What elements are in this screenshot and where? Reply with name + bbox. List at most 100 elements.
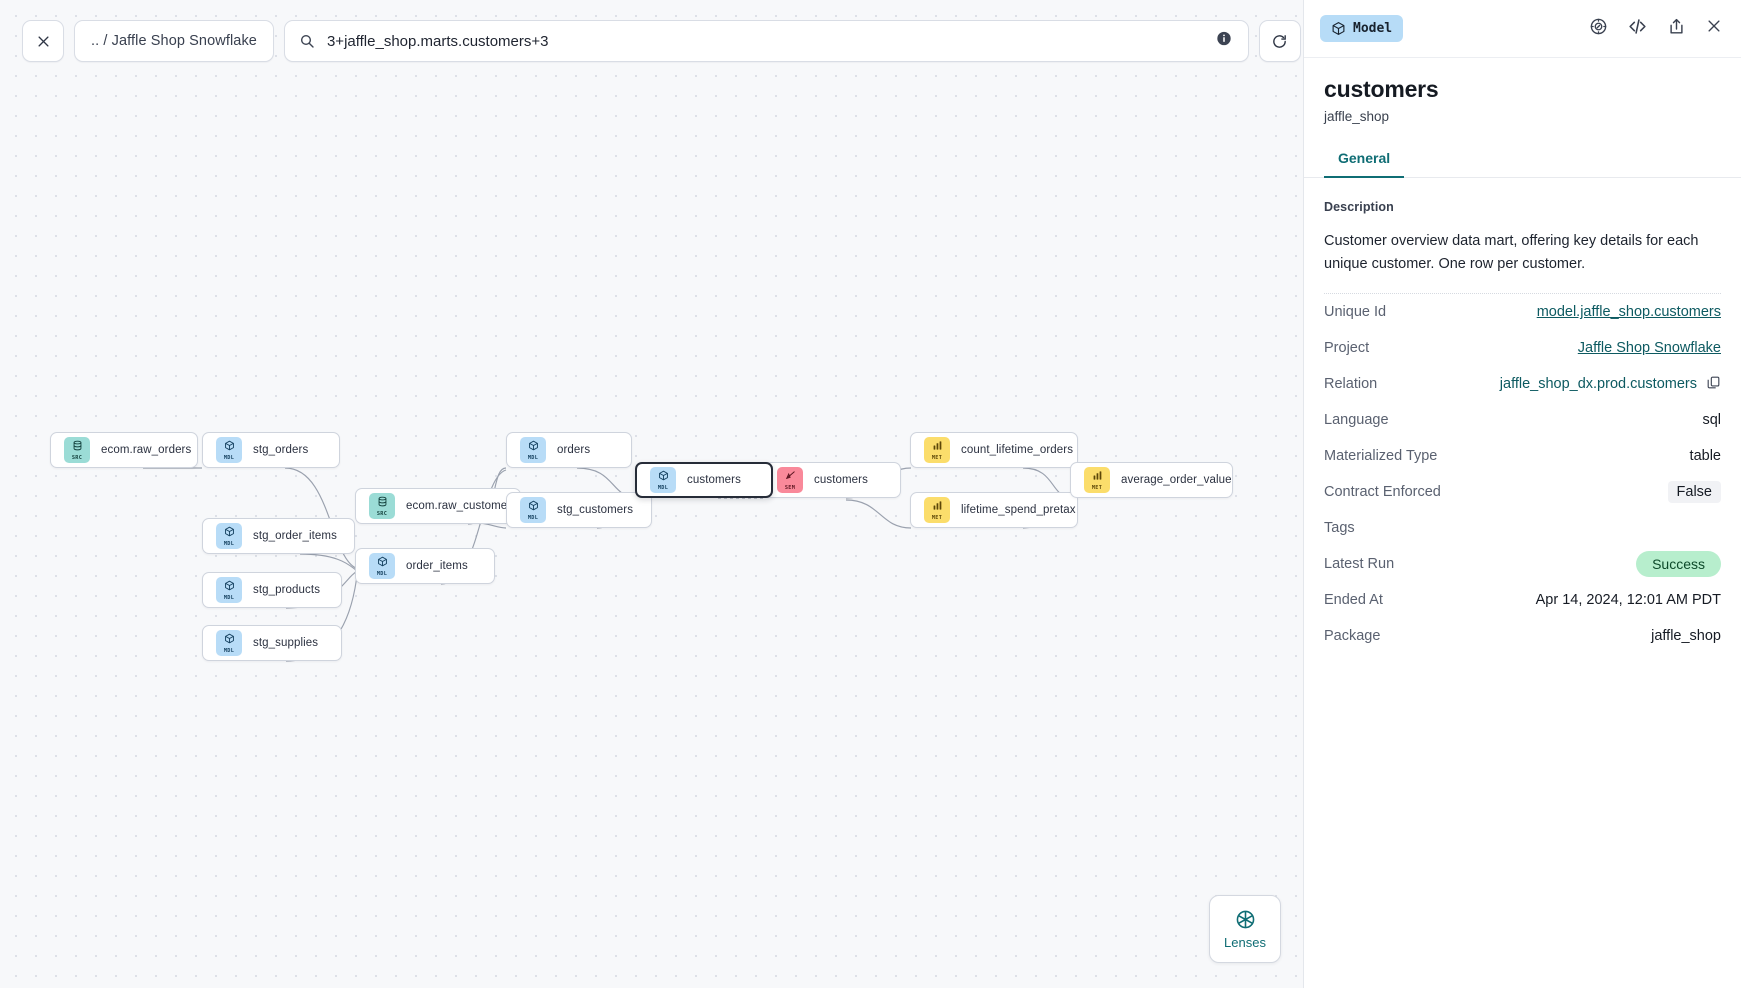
search-value: 3+jaffle_shop.marts.customers+3 xyxy=(326,32,549,50)
node-type-badge-src: SRC xyxy=(369,493,395,519)
detail-row-value: Apr 14, 2024, 12:01 AM PDT xyxy=(1536,592,1721,608)
node-type-label: MET xyxy=(931,514,943,521)
node-type-badge-src: SRC xyxy=(64,437,90,463)
node-type-label: MDL xyxy=(223,540,235,547)
detail-value-text: Apr 14, 2024, 12:01 AM PDT xyxy=(1535,592,1721,609)
node-label: lifetime_spend_pretax xyxy=(961,504,1076,516)
lenses-button[interactable]: Lenses xyxy=(1209,895,1281,963)
close-icon[interactable] xyxy=(1705,17,1723,40)
share-icon[interactable] xyxy=(1667,17,1686,41)
refresh-button[interactable] xyxy=(1258,20,1301,62)
node-type-label: MDL xyxy=(376,570,388,577)
node-type-label: SRC xyxy=(71,454,83,461)
node-type-badge-mdl: MDL xyxy=(520,497,546,523)
resource-type-label: Model xyxy=(1353,21,1393,36)
breadcrumb[interactable]: .. / Jaffle Shop Snowflake xyxy=(74,20,274,62)
node-type-label: MET xyxy=(931,454,943,461)
node-label: stg_orders xyxy=(253,444,309,456)
lineage-node-stg-customers[interactable]: MDL stg_customers xyxy=(506,492,652,528)
detail-row-value[interactable]: Jaffle Shop Snowflake xyxy=(1578,340,1721,356)
detail-value-text: jaffle_shop xyxy=(1651,628,1721,645)
node-type-label: MDL xyxy=(223,647,235,654)
detail-row-key: Package xyxy=(1324,628,1381,645)
lineage-node-stg-products[interactable]: MDL stg_products xyxy=(202,572,342,608)
details-panel: Model xyxy=(1303,0,1741,988)
detail-value-text: jaffle_shop_dx.prod.customers xyxy=(1499,376,1697,393)
node-type-badge-mdl: MDL xyxy=(216,523,242,549)
aperture-icon xyxy=(1236,910,1254,928)
node-type-label: MDL xyxy=(223,454,235,461)
sem-icon xyxy=(785,469,796,485)
code-icon[interactable] xyxy=(1627,16,1648,42)
src-icon xyxy=(377,495,388,511)
mdl-icon xyxy=(224,632,235,648)
detail-row-value: Success xyxy=(1636,551,1721,578)
page-subtitle: jaffle_shop xyxy=(1324,109,1390,124)
node-type-badge-met: MET xyxy=(924,437,950,463)
node-type-badge-mdl: MDL xyxy=(216,630,242,656)
node-type-badge-mdl: MDL xyxy=(650,467,676,493)
node-type-label: SRC xyxy=(376,510,388,517)
mdl-icon xyxy=(224,439,235,455)
close-lineage-button[interactable] xyxy=(22,20,64,62)
explore-icon[interactable] xyxy=(1589,17,1608,41)
mdl-icon xyxy=(528,439,539,455)
detail-row: Unique Id model.jaffle_shop.customers xyxy=(1324,294,1721,330)
node-label: average_order_value xyxy=(1121,474,1232,486)
detail-row-value[interactable]: jaffle_shop_dx.prod.customers xyxy=(1500,375,1721,394)
detail-row-key: Tags xyxy=(1324,520,1355,537)
mdl-icon xyxy=(224,579,235,595)
panel-actions xyxy=(1589,16,1723,42)
lineage-node-lifetime-spend-pretax[interactable]: MET lifetime_spend_pretax xyxy=(910,492,1078,528)
info-icon[interactable] xyxy=(1216,31,1232,52)
detail-value-text: sql xyxy=(1702,412,1721,429)
mdl-icon xyxy=(377,555,388,571)
detail-value-text: table xyxy=(1689,448,1721,465)
detail-row-key: Unique Id xyxy=(1324,304,1387,321)
lineage-node-count-lifetime-orders[interactable]: MET count_lifetime_orders xyxy=(910,432,1078,468)
search-input[interactable]: 3+jaffle_shop.marts.customers+3 xyxy=(283,20,1249,62)
node-label: count_lifetime_orders xyxy=(961,444,1074,456)
mdl-icon xyxy=(224,525,235,541)
copy-icon[interactable] xyxy=(1706,375,1721,394)
met-icon xyxy=(1092,469,1103,485)
panel-title-block: customers jaffle_shop xyxy=(1304,58,1741,124)
src-icon xyxy=(72,439,83,455)
breadcrumb-label: .. / Jaffle Shop Snowflake xyxy=(91,33,257,49)
lineage-node-ecom-raw-orders[interactable]: SRC ecom.raw_orders xyxy=(50,432,198,468)
met-icon xyxy=(932,499,943,515)
lineage-node-stg-order-items[interactable]: MDL stg_order_items xyxy=(202,518,355,554)
detail-value-text: False xyxy=(1667,481,1721,504)
node-label: ecom.raw_orders xyxy=(101,444,192,456)
lineage-node-stg-orders[interactable]: MDL stg_orders xyxy=(202,432,340,468)
tab-general[interactable]: General xyxy=(1324,150,1405,178)
detail-row: Package jaffle_shop xyxy=(1324,618,1721,654)
detail-row-key: Latest Run xyxy=(1324,556,1395,573)
node-label: order_items xyxy=(406,560,468,572)
node-label: stg_order_items xyxy=(253,530,337,542)
detail-row-value[interactable]: model.jaffle_shop.customers xyxy=(1537,304,1721,320)
node-type-badge-mdl: MDL xyxy=(369,553,395,579)
node-type-label: MDL xyxy=(223,594,235,601)
node-label: stg_customers xyxy=(557,504,634,516)
close-icon xyxy=(37,35,49,47)
description-text: Customer overview data mart, offering ke… xyxy=(1324,230,1721,295)
node-type-label: MDL xyxy=(657,484,669,491)
detail-row: Tags xyxy=(1324,510,1721,546)
node-label: stg_products xyxy=(253,584,321,596)
lineage-node-order-items[interactable]: MDL order_items xyxy=(355,548,495,584)
node-label: customers xyxy=(814,474,868,486)
node-label: stg_supplies xyxy=(253,637,319,649)
lineage-node-stg-supplies[interactable]: MDL stg_supplies xyxy=(202,625,342,661)
mdl-icon xyxy=(658,469,669,485)
detail-row-value: False xyxy=(1667,481,1721,504)
